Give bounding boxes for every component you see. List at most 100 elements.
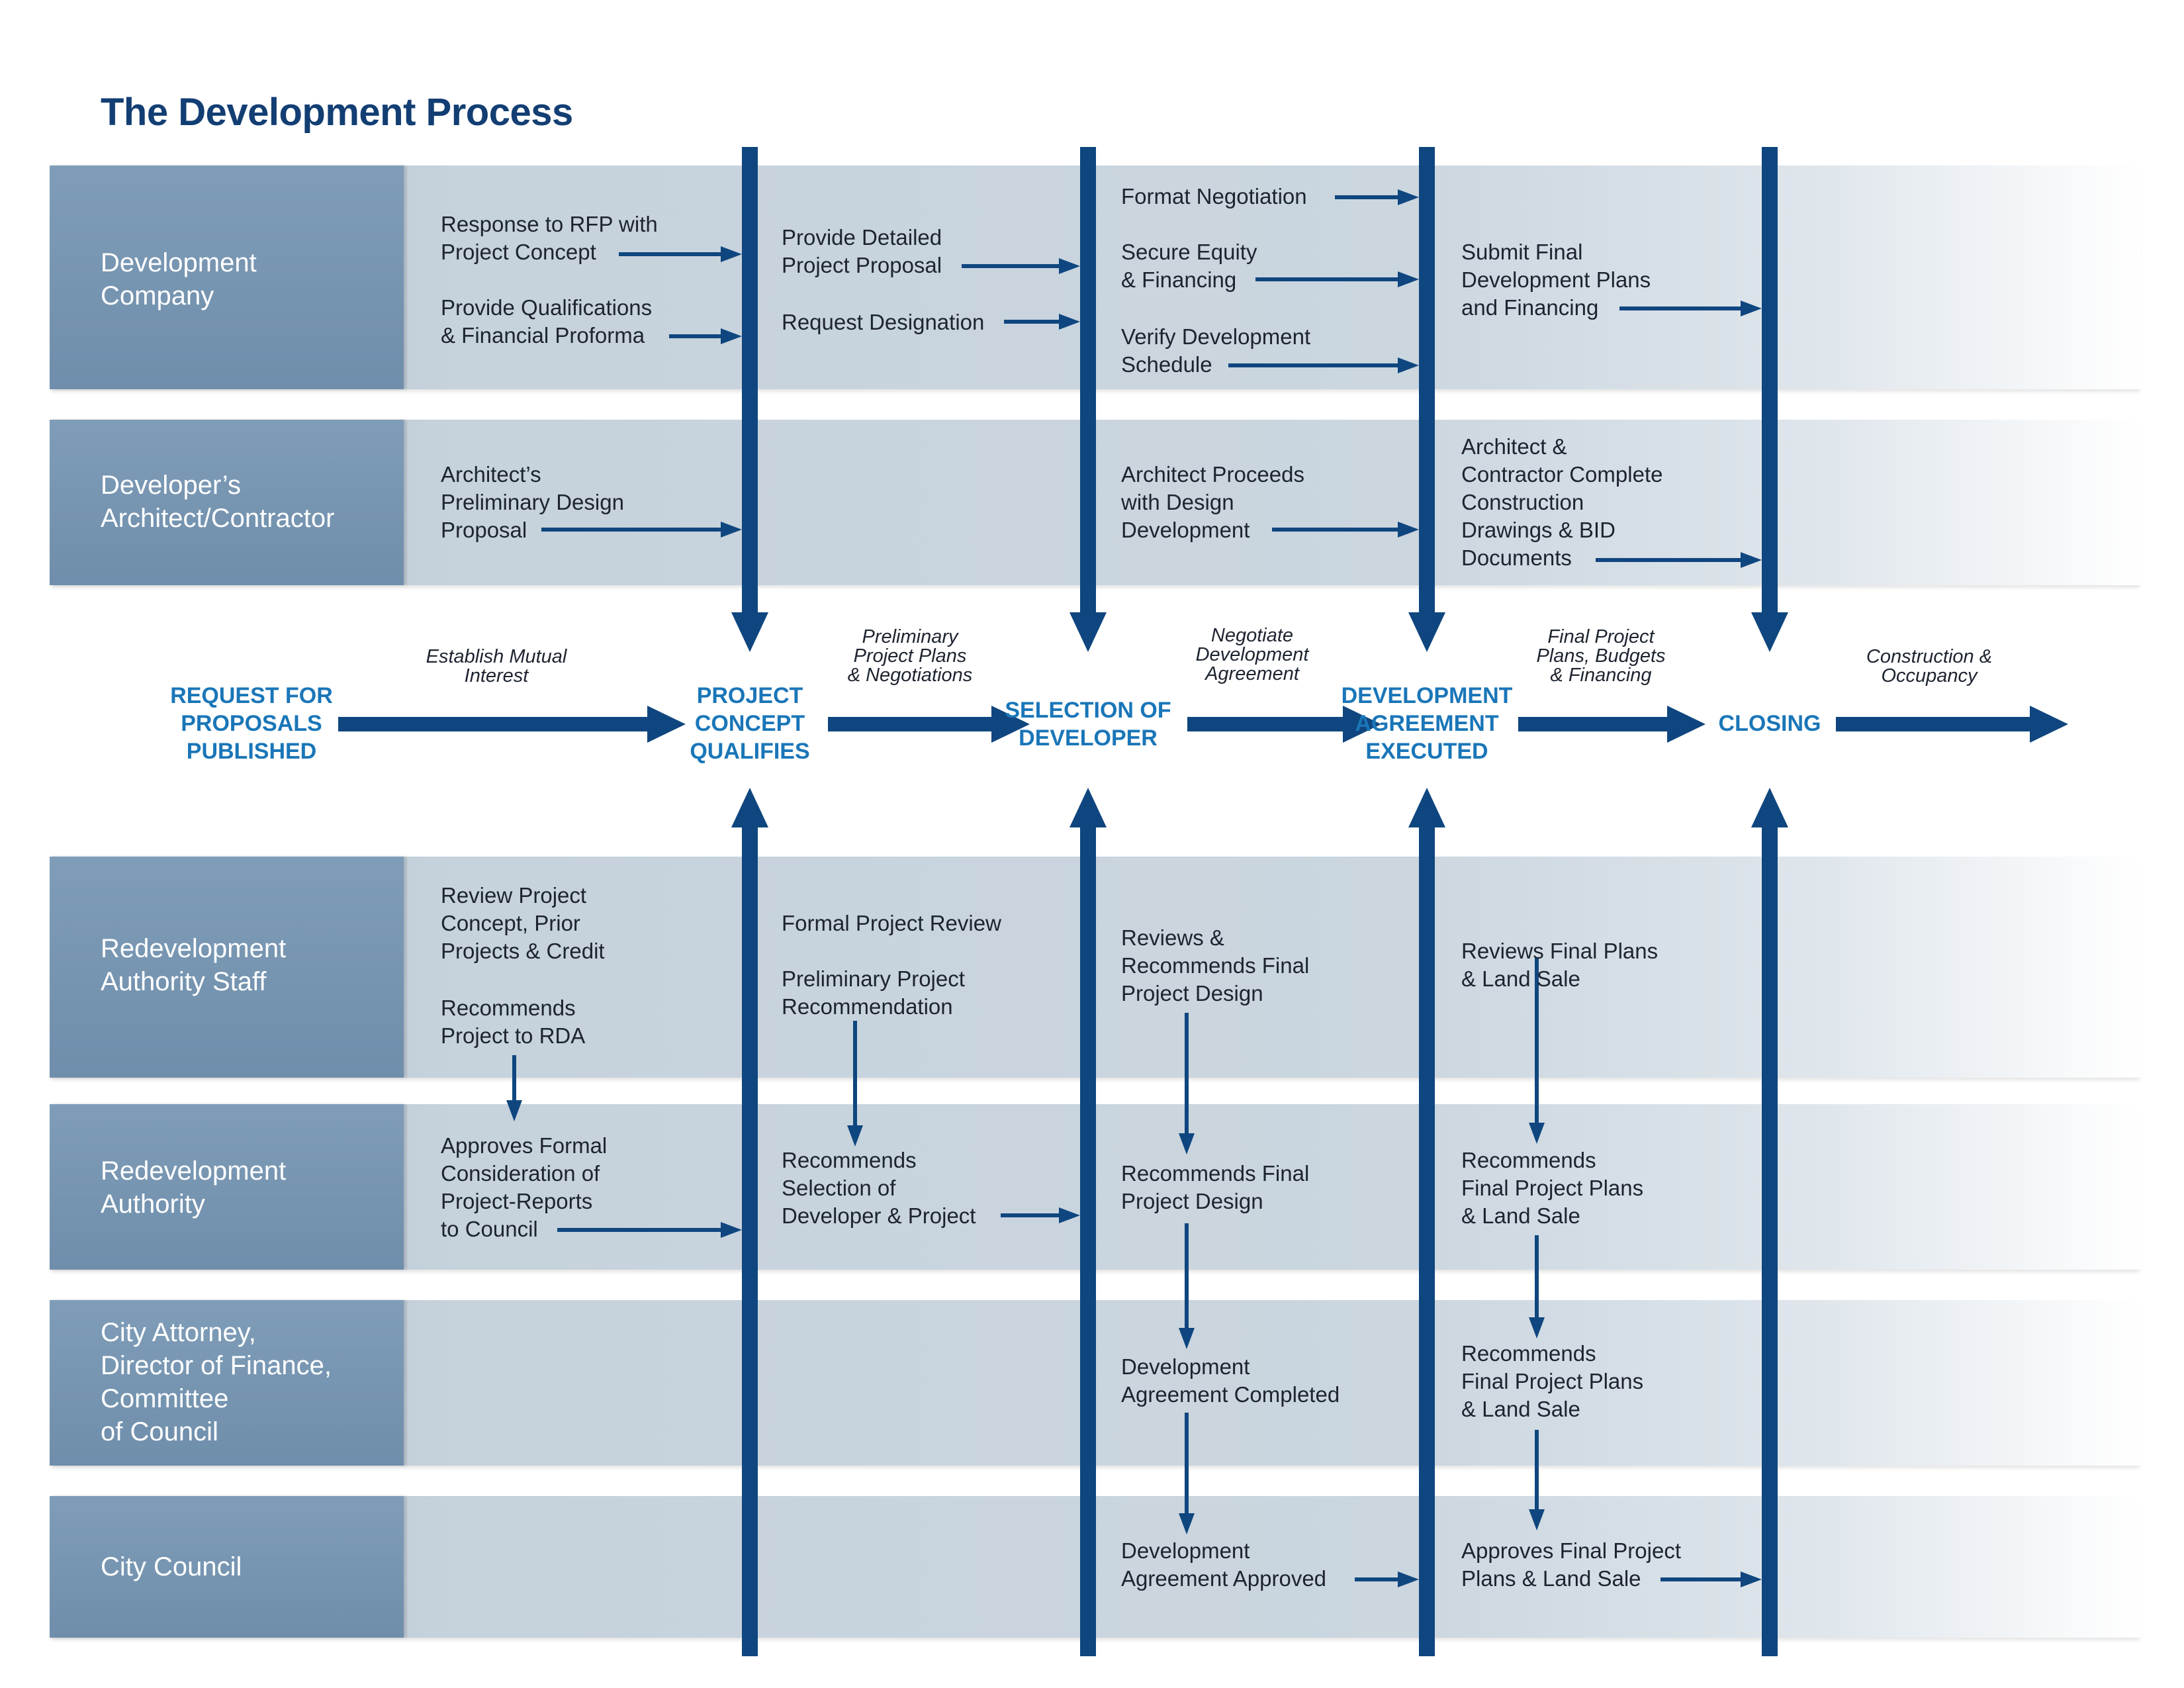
flow-arrow-selection-to-agreement [1187,717,1345,731]
flow-arrowhead-closing-to-occupancy [2030,706,2068,743]
task-review-concept: Review Project Concept, Prior Projects &… [441,883,605,963]
task-approves-formal: Approves Formal Consideration of Project… [441,1133,608,1241]
task-arrowhead-approves-final [1741,1571,1762,1587]
flow-arrowhead-agreement-to-closing [1667,706,1706,743]
arrowhead-down-concept [731,612,768,652]
flow-arrowhead-concept-to-selection [991,706,1030,743]
task-arrowhead-verify-schedule [1398,357,1419,373]
task-arrowhead-recommends-final-to-attorney [1529,1317,1545,1338]
lane-header-developers-architect [50,420,404,585]
lane-label-rda: Redevelopment Authority [101,1156,287,1219]
task-secure-equity: Secure Equity & Financing [1121,240,1257,292]
task-agreement-completed: Development Agreement Completed [1121,1354,1340,1407]
task-agreement-approved: Development Agreement Approved [1121,1538,1327,1591]
vertical-arrow-up-selection [1080,826,1096,1656]
lane-header-city-attorney [50,1300,404,1466]
phase-note-construction: Construction & Occupancy [1866,646,1993,686]
vertical-arrow-down-concept [742,147,758,614]
arrowhead-up-selection [1069,788,1107,827]
task-submit-final-plans: Submit Final Development Plans and Finan… [1461,240,1651,320]
vertical-arrow-down-agreement [1419,147,1435,614]
task-arrowhead-architect-complete [1741,552,1762,568]
milestone-selection-of-developer: SELECTION OF DEVELOPER [1005,698,1171,751]
lane-header-development-company [50,165,404,389]
task-arrowhead-recommends-to-rda [506,1100,522,1121]
arrowhead-up-closing [1751,788,1788,827]
task-architect-preliminary: Architect’s Preliminary Design Proposal [441,462,624,542]
task-arrowhead-rfp-response [721,246,742,262]
arrowhead-down-selection [1069,612,1107,652]
task-arrowhead-attorney-to-approves [1529,1509,1545,1530]
flow-arrow-rfp-to-concept [338,717,649,731]
task-recommends-final-plans-rda: Recommends Final Project Plans & Land Sa… [1461,1148,1644,1228]
vertical-arrow-up-agreement [1419,826,1435,1656]
task-approves-final-plans: Approves Final Project Plans & Land Sale [1461,1538,1681,1591]
task-arrowhead-detailed-proposal [1059,258,1080,274]
lane-label-developers-architect: Developer’s Architect/Contractor [101,471,335,533]
task-arrowhead-completed-to-approved [1179,1513,1195,1534]
task-arrowhead-reviews-to-recommends-design [1179,1133,1195,1154]
vertical-arrow-up-closing [1762,826,1778,1656]
task-rfp-response: Response to RFP with Project Concept [441,212,658,264]
task-arrowhead-reviews-final-to-recommends [1529,1123,1545,1144]
task-arrowhead-request-designation [1059,314,1080,330]
phase-note-mutual-interest: Establish Mutual Interest [426,646,567,686]
page-title: The Development Process [101,91,573,134]
lane-label-city-council: City Council [101,1552,242,1581]
task-formal-review: Formal Project Review [782,911,1001,935]
task-recommends-selection: Recommends Selection of Developer & Proj… [782,1148,976,1228]
task-provide-qualifications: Provide Qualifications & Financial Profo… [441,295,653,348]
task-recommends-to-rda: Recommends Project to RDA [441,996,586,1048]
milestone-concept-qualifies: PROJECT CONCEPT QUALIFIES [690,683,810,764]
task-recommends-final-plans-attorney: Recommends Final Project Plans & Land Sa… [1461,1341,1644,1421]
arrowhead-down-closing [1751,612,1788,652]
flow-arrowhead-rfp-to-concept [647,706,686,743]
phase-note-preliminary-plans: Preliminary Project Plans & Negotiations [847,626,973,686]
task-arrowhead-submit-final-plans [1741,301,1762,316]
task-arrowhead-agreement-approved [1398,1571,1419,1587]
lane-label-development-company: Development Company [101,248,257,310]
lane-header-city-council [50,1496,404,1638]
arrowhead-up-concept [731,788,768,827]
task-architect-complete: Architect & Contractor Complete Construc… [1461,434,1663,570]
task-arrowhead-architect-proceeds [1398,522,1419,538]
task-arrows [512,195,1744,1581]
vertical-arrows [731,147,1788,1656]
task-recommends-final-design: Recommends Final Project Design [1121,1161,1310,1213]
task-arrowhead-recommends-design-to-completed [1179,1328,1195,1349]
lane-label-city-attorney: City Attorney, Director of Finance, Comm… [101,1318,332,1446]
flow-arrowhead-selection-to-agreement [1343,706,1381,743]
phase-note-final-plans: Final Project Plans, Budgets & Financing [1536,626,1666,686]
task-detailed-proposal: Provide Detailed Project Proposal [782,225,942,277]
task-arrowhead-architect-preliminary [721,522,742,538]
task-verify-schedule: Verify Development Schedule [1121,324,1311,377]
task-reviews-final-design: Reviews & Recommends Final Project Desig… [1121,925,1310,1006]
milestone-rfp-published: REQUEST FOR PROPOSALS PUBLISHED [170,683,333,764]
phase-note-negotiate-agreement: Negotiate Development Agreement [1195,625,1309,684]
flow-arrow-agreement-to-closing [1518,717,1669,731]
flow-arrow-concept-to-selection [828,717,993,731]
milestone-closing: CLOSING [1718,711,1821,736]
arrowhead-down-agreement [1408,612,1445,652]
lane-header-rda-staff [50,857,404,1078]
task-arrowhead-qualifications [721,328,742,344]
task-format-negotiation: Format Negotiation [1121,184,1307,209]
vertical-arrow-down-selection [1080,147,1096,614]
task-architect-proceeds: Architect Proceeds with Design Developme… [1121,462,1304,542]
task-arrowhead-approves-formal [721,1222,742,1238]
lane-label-rda-staff: Redevelopment Authority Staff [101,934,287,996]
task-reviews-final-plans: Reviews Final Plans & Land Sale [1461,939,1659,991]
task-arrowhead-secure-equity [1398,271,1419,287]
vertical-arrow-up-concept [742,826,758,1656]
task-request-designation: Request Designation [782,310,985,334]
process-flow-arrows [338,706,2068,743]
milestone-agreement-executed: DEVELOPMENT AGREEMENT EXECUTED [1341,683,1513,764]
vertical-arrow-down-closing [1762,147,1778,614]
task-preliminary-recommendation: Preliminary Project Recommendation [782,966,965,1019]
task-arrowhead-preliminary-to-recommends [847,1125,863,1147]
arrowhead-up-agreement [1408,788,1445,827]
task-arrowheads [506,189,1762,1587]
flow-arrow-closing-to-occupancy [1836,717,2032,731]
task-arrowhead-format-negotiation [1398,189,1419,205]
